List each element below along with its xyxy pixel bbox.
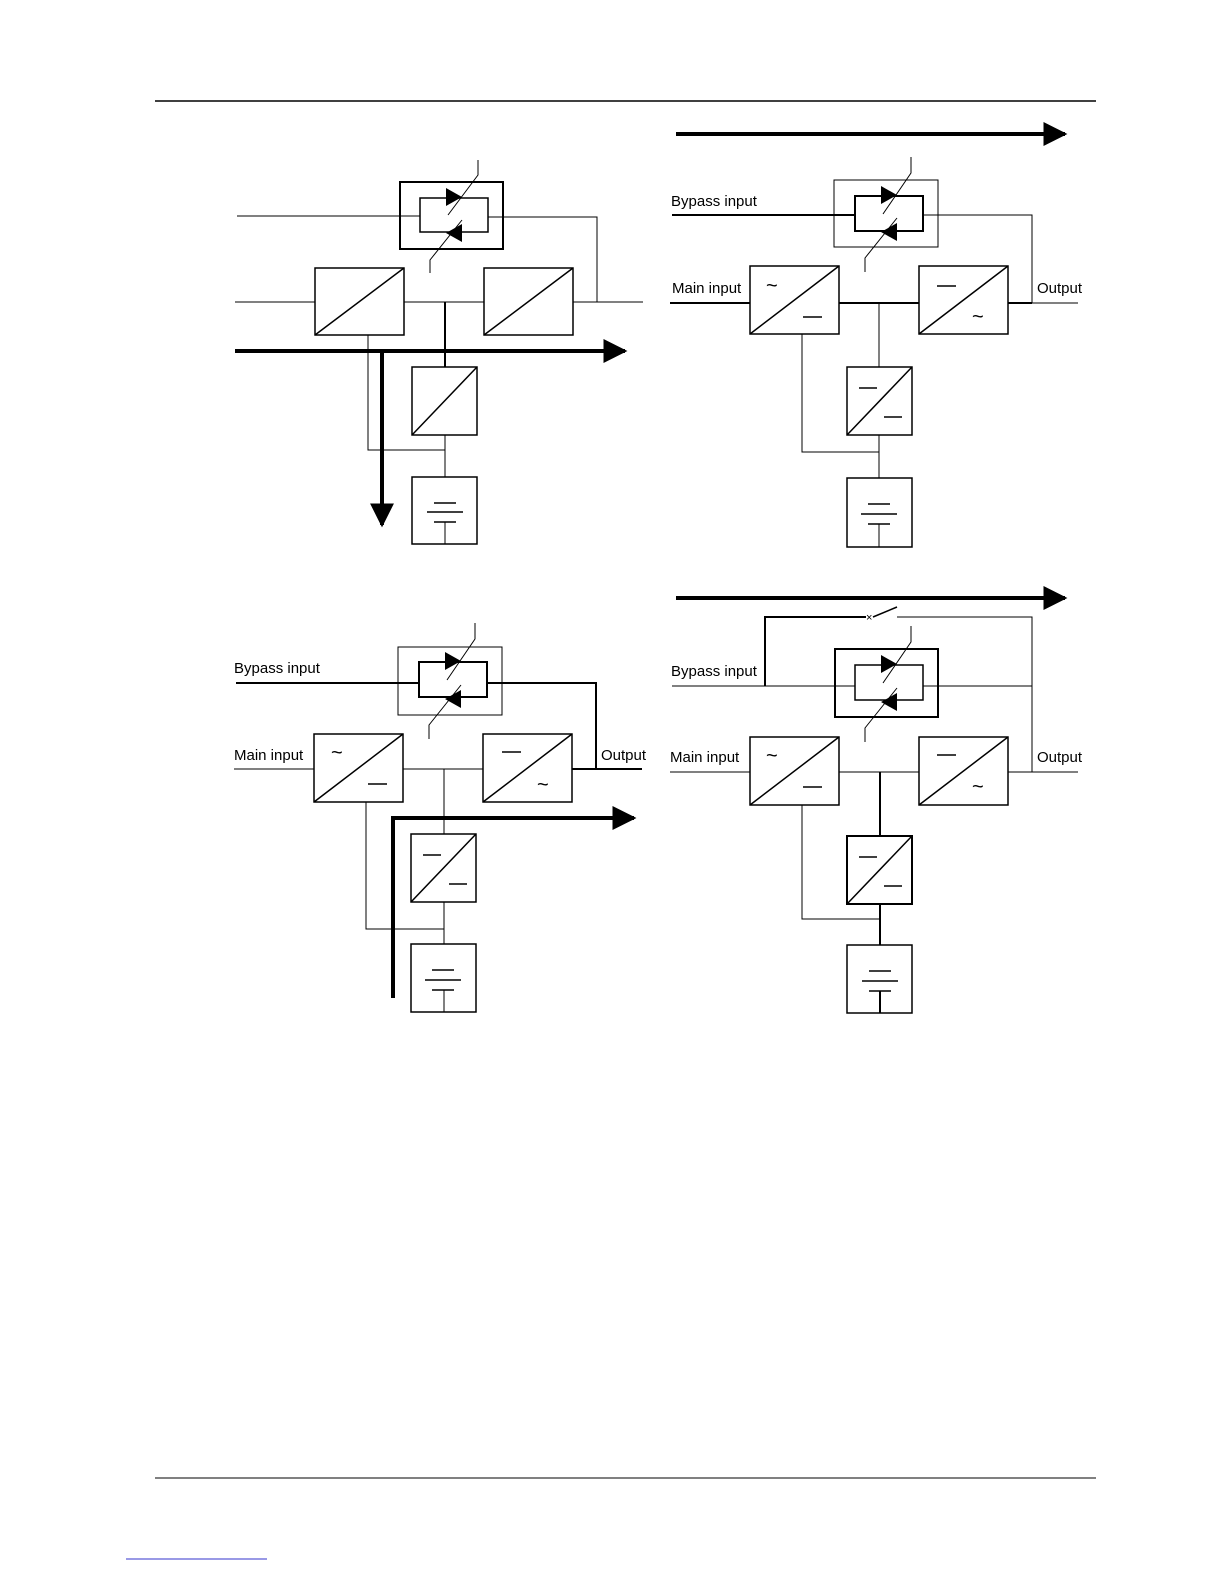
switch-contact-symbol: × [866,612,872,624]
battery-block [847,478,912,547]
inverter-block: ~ [483,734,572,802]
battery-block [847,945,912,1013]
static-switch [398,623,502,739]
dc-converter-block [847,836,912,904]
diagram-top-right: Bypass input Main input Output ~ ~ [670,134,1083,547]
rectifier-block [315,268,404,335]
diagram-bottom-left: Bypass input Main input Output ~ ~ [234,623,647,1012]
dc-converter-block [412,367,477,435]
output-label: Output [1037,749,1083,766]
maintenance-bypass-switch: × [765,607,1032,686]
dc-converter-block [847,367,912,435]
rectifier-block: ~ [314,734,403,802]
main-input-label: Main input [672,280,742,297]
main-input-label: Main input [670,749,740,766]
diagram-bottom-right: × Bypass input Main input Output ~ [670,598,1083,1013]
ac-symbol: ~ [766,275,778,297]
output-label: Output [1037,280,1083,297]
ac-symbol: ~ [972,306,984,328]
inverter-block [484,268,573,335]
ac-symbol: ~ [972,776,984,798]
rectifier-block: ~ [750,737,839,805]
rectifier-block: ~ [750,266,839,334]
inverter-block: ~ [919,737,1008,805]
battery-block [412,477,477,544]
output-label: Output [601,747,647,764]
power-flow-arrow [393,818,634,998]
bypass-input-label: Bypass input [234,660,321,677]
battery-block [411,944,476,1012]
dc-converter-block [411,834,476,902]
static-switch [835,626,938,742]
ac-symbol: ~ [537,774,549,796]
bypass-input-label: Bypass input [671,663,758,680]
inverter-block: ~ [919,266,1008,334]
bypass-input-label: Bypass input [671,193,758,210]
diagram-top-left [235,160,643,544]
ac-symbol: ~ [331,742,343,764]
ac-symbol: ~ [766,745,778,767]
main-input-label: Main input [234,747,304,764]
